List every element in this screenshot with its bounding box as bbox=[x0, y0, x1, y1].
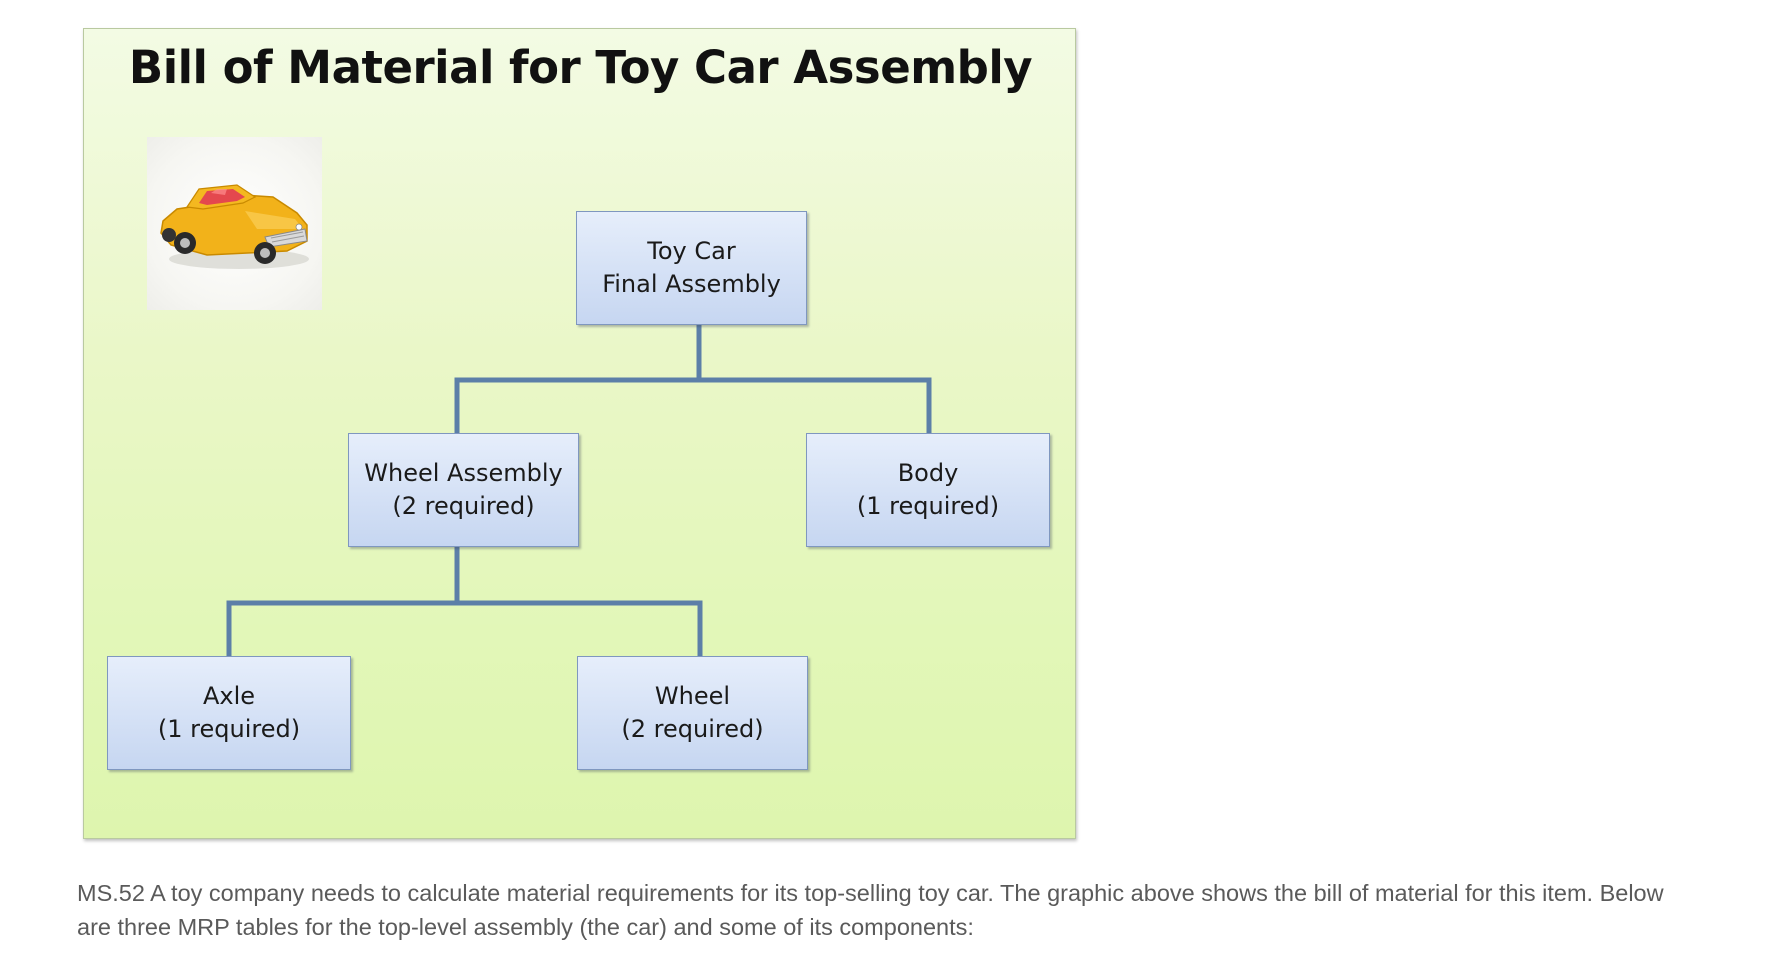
node-sublabel: (1 required) bbox=[157, 715, 301, 743]
node-sublabel: (2 required) bbox=[621, 715, 764, 743]
caption-line-1: MS.52 A toy company needs to calculate m… bbox=[77, 880, 1664, 906]
edge-toy-car-wheel-assembly bbox=[454, 321, 702, 437]
node-wheel: Wheel (2 required) bbox=[577, 656, 808, 770]
problem-caption: MS.52 A toy company needs to calculate m… bbox=[77, 876, 1717, 944]
node-sublabel: (1 required) bbox=[856, 492, 1000, 520]
edge-wheel-assembly-axle bbox=[226, 544, 460, 660]
node-label: Wheel bbox=[654, 682, 731, 710]
node-body: Body (1 required) bbox=[806, 433, 1050, 547]
edge-toy-car-body bbox=[696, 377, 932, 437]
node-wheel-assembly: Wheel Assembly (2 required) bbox=[348, 433, 579, 547]
diagram-title: Bill of Material for Toy Car Assembly bbox=[128, 41, 1033, 94]
node-label: Toy Car bbox=[647, 237, 736, 265]
connector-lines bbox=[226, 321, 932, 660]
node-sublabel: Final Assembly bbox=[602, 270, 781, 298]
bom-diagram: Bill of Material for Toy Car Assembly bbox=[83, 28, 1076, 839]
node-label: Axle bbox=[202, 682, 256, 710]
edge-wheel-assembly-wheel bbox=[454, 600, 703, 660]
node-sublabel: (2 required) bbox=[392, 492, 535, 520]
caption-line-2: are three MRP tables for the top-level a… bbox=[77, 914, 974, 940]
node-axle: Axle (1 required) bbox=[107, 656, 351, 770]
node-label: Body bbox=[897, 459, 959, 487]
toy-car-icon bbox=[160, 184, 309, 269]
node-toy-car-final-assembly: Toy Car Final Assembly bbox=[576, 211, 807, 325]
toy-car-photo bbox=[147, 137, 322, 310]
node-label: Wheel Assembly bbox=[364, 459, 563, 487]
